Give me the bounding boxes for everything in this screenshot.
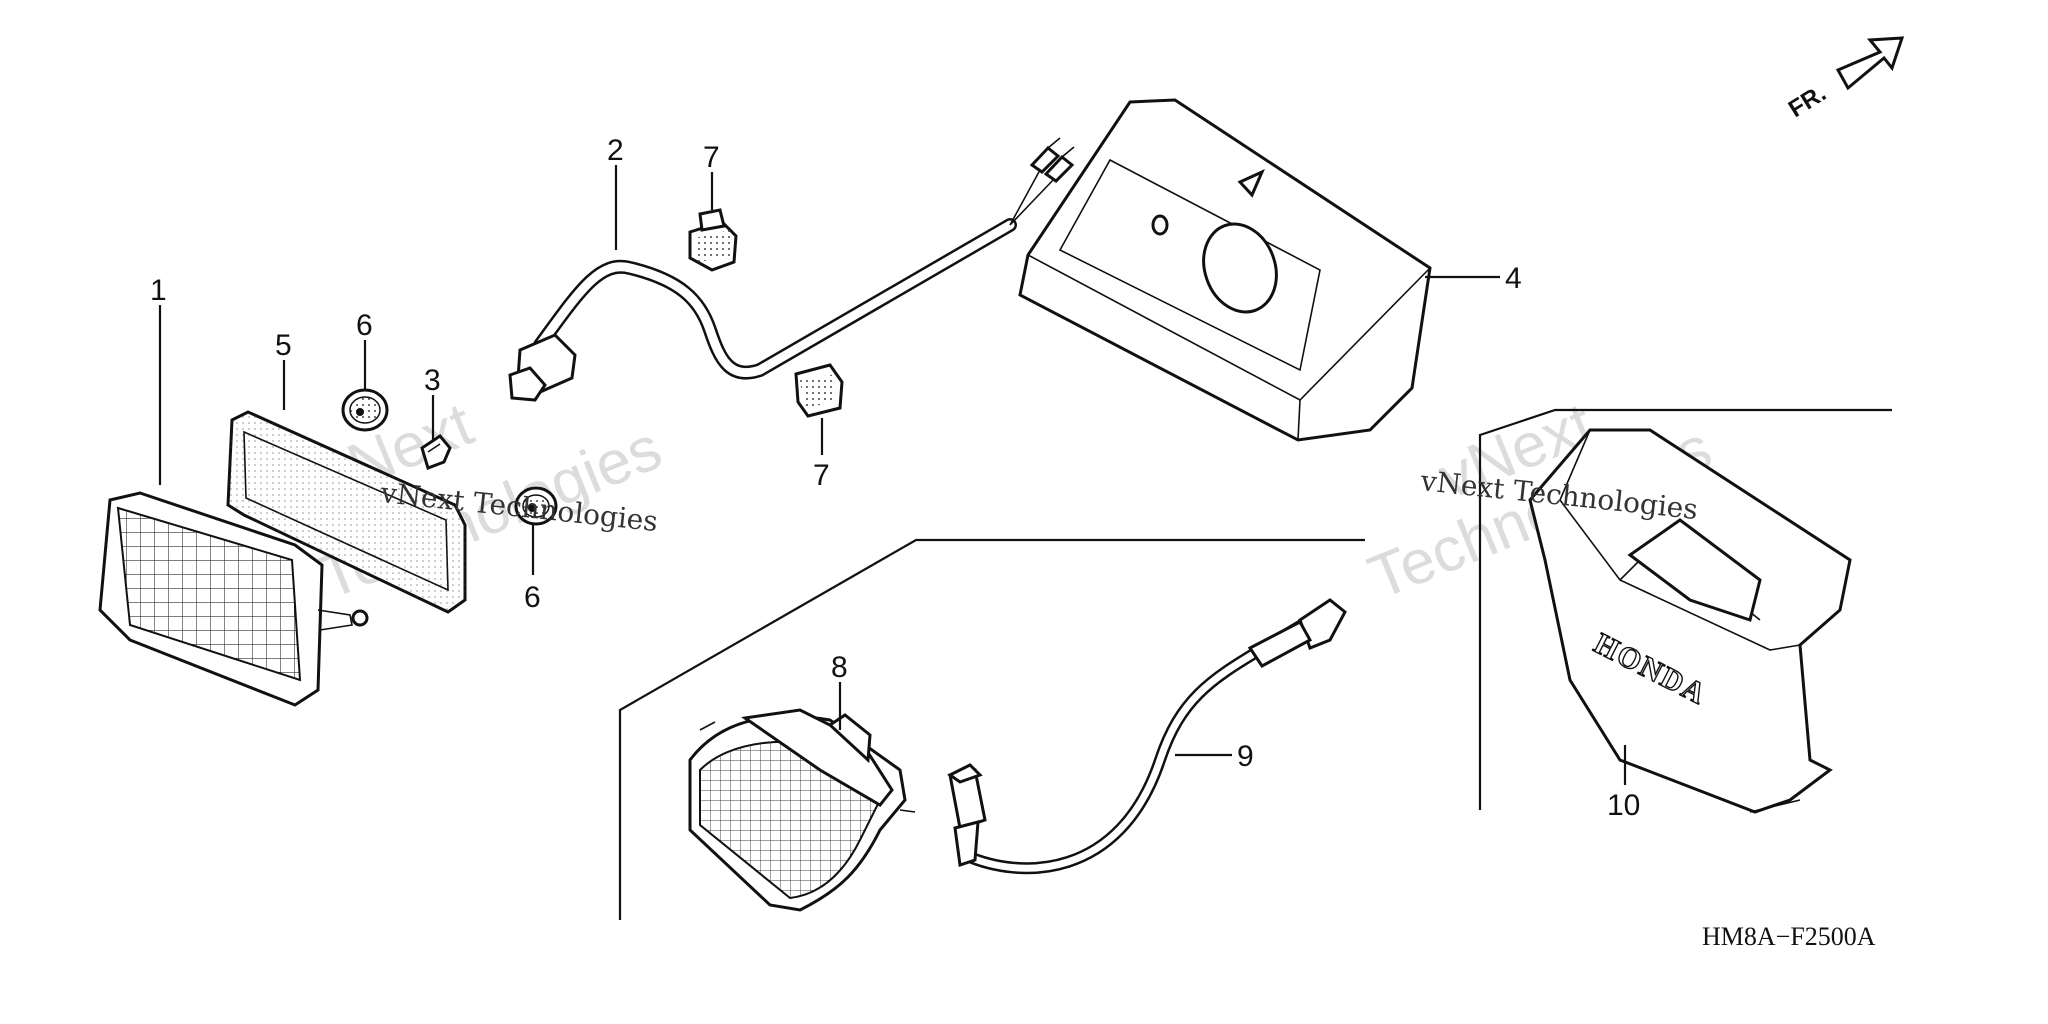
front-direction-label: FR. [1784,80,1831,123]
part-6-grommet-top [341,388,389,432]
callout-6-bottom: 6 [524,581,541,614]
callout-3: 3 [424,364,441,397]
diagram-code: HM8A−F2500A [1702,922,1876,951]
part-7-clamp-bottom [794,363,844,418]
part-9-wire [947,598,1347,875]
callout-2: 2 [607,134,624,167]
section-border-lower [618,538,1365,920]
part-1-lens [98,491,369,707]
front-direction-indicator: FR. [1784,36,1905,123]
front-arrow-icon [1835,36,1905,91]
callout-10: 10 [1607,789,1640,822]
callout-labels: 1 2 3 4 5 6 6 7 7 8 9 10 [150,134,1640,822]
callout-6-top: 6 [356,309,373,342]
part-8-taillight [688,708,916,912]
part-4-housing [1018,98,1432,442]
part-3-bulb [420,434,452,470]
part-10-cover: HONDA [1528,428,1852,814]
callout-7-bottom: 7 [813,459,830,492]
part-7-clamp-top [688,208,738,272]
part-6-grommet-bottom [514,486,558,526]
part-5-gasket [226,410,467,614]
callout-4: 4 [1505,262,1522,295]
callout-5: 5 [275,329,292,362]
callout-8: 8 [831,651,848,684]
callout-9: 9 [1237,740,1254,773]
callout-7-top: 7 [703,141,720,174]
leader-lines [158,165,1627,785]
section-border-right [1478,408,1892,810]
callout-1: 1 [150,274,167,307]
part-2-harness [508,137,1075,402]
